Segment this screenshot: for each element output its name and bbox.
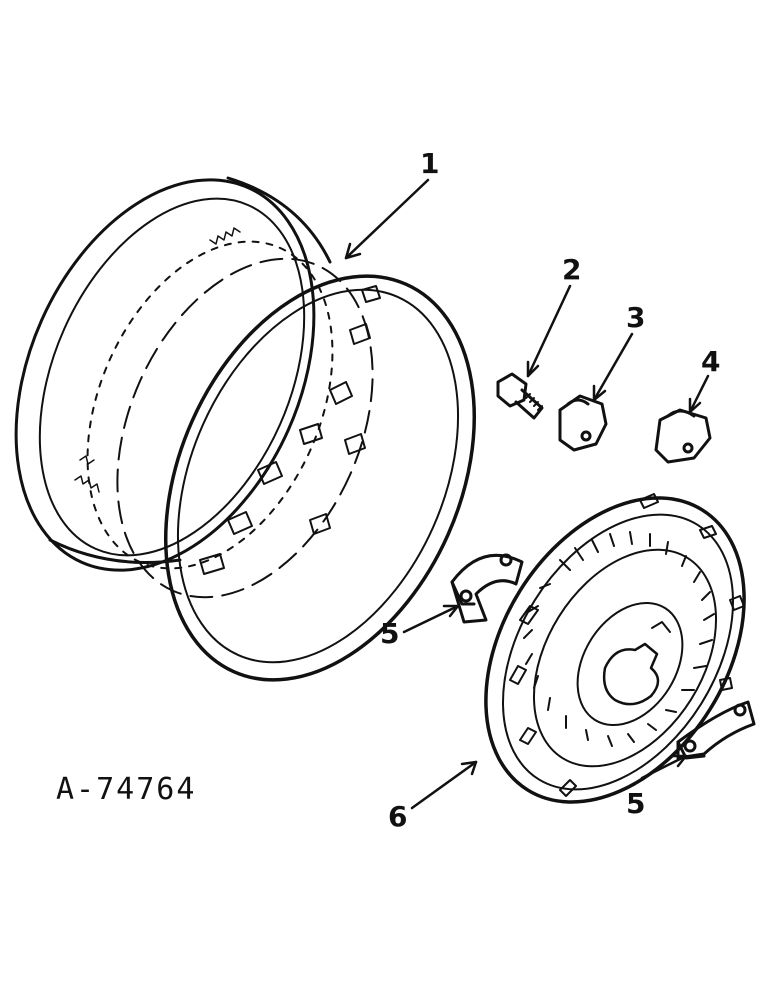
- leader-4: [688, 374, 710, 414]
- figure-id-label: A-74764: [56, 772, 197, 807]
- leader-3: [592, 332, 634, 402]
- clamp-alt: [654, 408, 712, 464]
- callout-6: 6: [388, 800, 408, 833]
- callout-4: 4: [701, 345, 721, 378]
- arrowhead-2: [526, 360, 540, 378]
- callout-1: 1: [420, 147, 440, 180]
- callout-2: 2: [562, 253, 582, 286]
- wheel-rim: [14, 176, 476, 682]
- clamp-left: [450, 553, 524, 624]
- leader-6: [410, 760, 478, 810]
- arrowhead-6: [460, 760, 478, 776]
- callout-5-right: 5: [626, 787, 646, 820]
- leader-5b: [640, 754, 688, 780]
- clamp-right: [676, 700, 756, 760]
- clamp: [558, 394, 608, 452]
- callout-3: 3: [626, 301, 646, 334]
- leader-1: [344, 178, 430, 260]
- arrowhead-5b: [670, 754, 688, 768]
- arrowhead-1: [344, 242, 362, 260]
- leader-5a: [402, 604, 460, 634]
- arrowhead-4: [688, 397, 702, 414]
- callout-5-left: 5: [380, 617, 400, 650]
- leader-lines: [344, 178, 710, 810]
- wheel-disc: [484, 493, 746, 804]
- bolt: [496, 372, 544, 420]
- leader-2: [526, 284, 572, 378]
- arrowhead-3: [592, 384, 607, 402]
- arrowhead-5a: [442, 604, 460, 618]
